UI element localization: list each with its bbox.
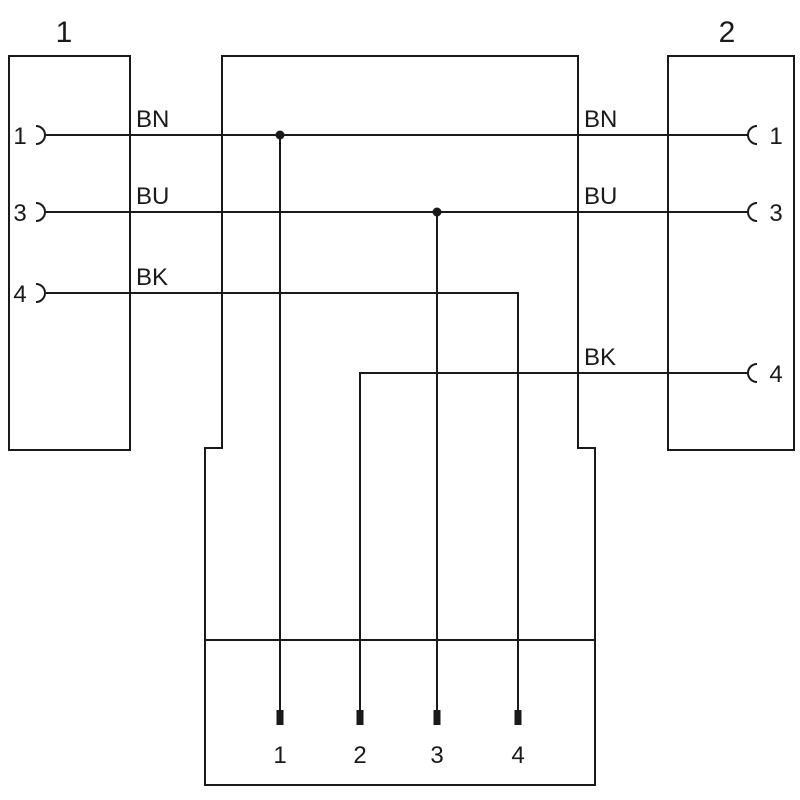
bottom-pin-3 [433, 710, 441, 725]
junction-dot-bn [275, 130, 285, 140]
left-pin3-contact-icon [35, 202, 46, 222]
bottom-pin-1 [276, 710, 284, 725]
right-pin1-number: 1 [769, 123, 782, 150]
left-pin4-contact-icon [35, 283, 46, 303]
right-connector-outline [667, 55, 795, 451]
wire-label-bk-right: BK [584, 344, 616, 371]
wire-label-bn-right: BN [584, 106, 617, 133]
wire-label-bu-left: BU [136, 183, 169, 210]
right-connector-label: 2 [719, 16, 736, 49]
distributor-body-outline [204, 55, 596, 786]
bottom-pin3-number: 3 [430, 742, 443, 769]
wire-label-bn-left: BN [136, 106, 169, 133]
wire-label-bu-right: BU [584, 183, 617, 210]
bottom-pin-2 [356, 710, 364, 725]
left-pin1-number: 1 [13, 123, 26, 150]
bottom-pin2-number: 2 [353, 742, 366, 769]
bottom-pin4-number: 4 [511, 742, 524, 769]
junction-dot-bu [432, 207, 442, 217]
right-pin1-contact-icon [747, 125, 758, 145]
right-pin4-number: 4 [769, 361, 782, 388]
left-connector-label: 1 [56, 16, 73, 49]
right-pin3-contact-icon [747, 202, 758, 222]
left-pin4-number: 4 [13, 281, 26, 308]
right-pin4-contact-icon [747, 363, 758, 383]
left-pin1-contact-icon [35, 125, 46, 145]
wire-label-bk-left: BK [136, 264, 168, 291]
wire-bk-right [359, 372, 748, 710]
right-pin3-number: 3 [769, 200, 782, 227]
left-connector-outline [8, 55, 131, 451]
bottom-pin-4 [514, 710, 522, 725]
bottom-pin1-number: 1 [273, 742, 286, 769]
wire-bk-left [46, 292, 519, 710]
left-pin3-number: 3 [13, 200, 26, 227]
